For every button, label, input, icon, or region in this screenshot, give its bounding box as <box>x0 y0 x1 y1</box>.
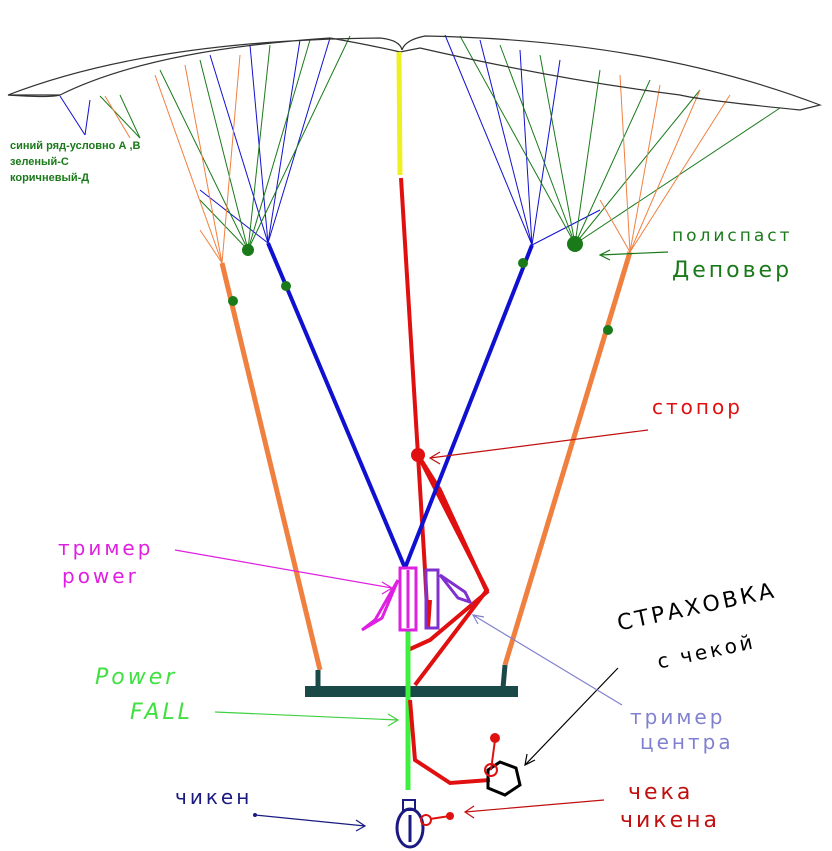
suspension-line <box>154 74 223 264</box>
suspension-line <box>459 35 576 245</box>
main-brake-line <box>399 177 490 687</box>
suspension-line <box>99 95 141 139</box>
legend-green-row: зеленый-С <box>10 156 69 168</box>
line-color-legend: синий ряд-условно А ,В зеленый-С коричне… <box>10 138 140 186</box>
suspension-line <box>119 94 141 139</box>
speed-bar <box>305 686 518 697</box>
suspension-line <box>629 94 731 253</box>
blue-riser-left <box>266 242 407 569</box>
suspension-line <box>519 49 533 246</box>
label-trimer-centra-1: тример <box>630 705 726 729</box>
stopper <box>411 448 425 462</box>
suspension-line <box>629 84 661 253</box>
label-cheka-2: чикена <box>620 808 720 833</box>
label-trimer-centra-2: центра <box>640 730 734 754</box>
suspension-line <box>184 64 223 264</box>
blue-riser-right <box>403 244 534 569</box>
suspension-line <box>574 107 781 245</box>
suspension-line <box>247 35 351 251</box>
suspension-line <box>574 69 601 245</box>
orange-riser-left <box>219 262 323 671</box>
suspension-line <box>159 69 249 251</box>
suspension-line <box>499 44 576 245</box>
suspension-line <box>444 34 533 246</box>
suspension-line <box>599 199 631 253</box>
suspension-line <box>247 39 311 251</box>
top-center-line <box>396 51 403 176</box>
suspension-line <box>629 89 701 253</box>
suspension-line <box>479 39 533 246</box>
suspension-line <box>199 229 223 264</box>
suspension-line <box>267 37 331 244</box>
label-chiken: чикен <box>175 785 253 809</box>
label-stopor: стопор <box>652 395 743 419</box>
orange-riser-right <box>502 251 633 666</box>
label-cheka-1: чека <box>628 780 694 805</box>
suspension-line <box>199 199 249 251</box>
suspension-line <box>104 95 131 139</box>
label-trimer-power-2: power <box>62 564 139 588</box>
label-power-fall-1: Power <box>95 665 178 690</box>
suspension-line <box>574 79 651 245</box>
label-trimer-power-1: тример <box>58 536 154 560</box>
suspension-line <box>539 54 576 245</box>
pointer-arrows <box>174 249 669 832</box>
suspension-line <box>619 74 631 253</box>
safety-pin-ring <box>486 760 522 797</box>
label-depover: Деповер <box>672 258 793 283</box>
legend-brown-row: коричневый-Д <box>10 172 90 184</box>
suspension-line <box>199 189 269 244</box>
label-power-fall-2: FALL <box>130 700 193 725</box>
suspension-line <box>84 99 91 136</box>
suspension-line <box>221 54 241 264</box>
suspension-line <box>247 44 271 251</box>
center-trimmer <box>424 568 473 630</box>
suspension-line <box>531 59 561 246</box>
label-polispast: полиспаст <box>672 226 793 246</box>
c-row-pulleys <box>228 236 613 335</box>
suspension-line <box>574 89 701 245</box>
suspension-line <box>267 39 301 244</box>
power-trimmer <box>361 566 418 632</box>
legend-blue-row: синий ряд-условно А ,В <box>10 140 141 152</box>
chicken-pin <box>420 814 432 826</box>
canopy <box>7 35 822 111</box>
safety-line <box>408 699 491 786</box>
suspension-line <box>209 54 269 244</box>
suspension-line <box>59 95 86 136</box>
suspension-lines <box>59 34 781 264</box>
suspension-line <box>199 59 249 251</box>
